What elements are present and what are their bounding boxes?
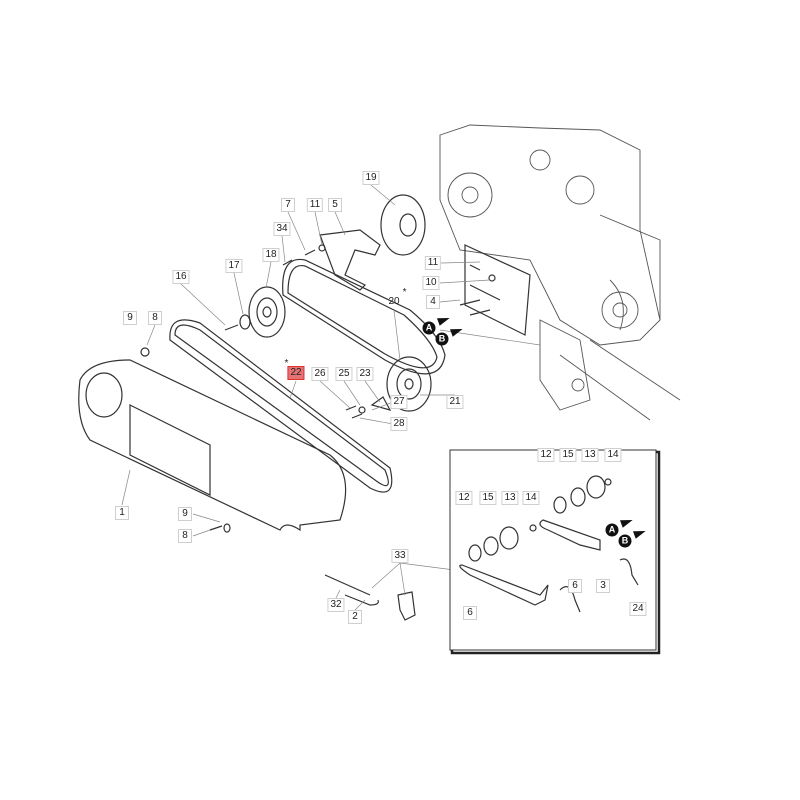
connection-marker-a: A <box>422 321 436 335</box>
part-label-20[interactable]: 20* <box>388 287 407 307</box>
belt-cover <box>78 359 347 532</box>
part-label-11[interactable]: 11 <box>306 198 324 212</box>
part-label-28[interactable]: 28 <box>390 417 408 431</box>
part-label-21[interactable]: 21 <box>446 395 464 409</box>
part-label-6[interactable]: 6 <box>463 606 477 620</box>
part-label-9[interactable]: 9 <box>123 311 137 325</box>
part-label-22[interactable]: 22* <box>284 358 305 380</box>
connection-marker-b: B <box>435 332 449 346</box>
part-label-26[interactable]: 26 <box>311 367 329 381</box>
part-label-19[interactable]: 19 <box>362 171 380 185</box>
part-label-13[interactable]: 13 <box>581 448 599 462</box>
part-label-11[interactable]: 11 <box>424 256 442 270</box>
hardware <box>140 244 496 621</box>
part-label-33[interactable]: 33 <box>391 549 409 563</box>
part-label-9[interactable]: 9 <box>178 507 192 521</box>
part-label-2[interactable]: 2 <box>348 610 362 624</box>
connection-marker-a: A <box>605 523 619 537</box>
part-label-16[interactable]: 16 <box>172 270 190 284</box>
part-label-25[interactable]: 25 <box>335 367 353 381</box>
mounting-plate <box>464 244 531 336</box>
part-label-34[interactable]: 34 <box>273 222 291 236</box>
part-label-5[interactable]: 5 <box>328 198 342 212</box>
tension-bracket <box>319 229 381 291</box>
part-label-27[interactable]: 27 <box>390 395 408 409</box>
part-label-15[interactable]: 15 <box>479 491 497 505</box>
part-label-13[interactable]: 13 <box>501 491 519 505</box>
part-label-12[interactable]: 12 <box>455 491 473 505</box>
part-label-1[interactable]: 1 <box>115 506 129 520</box>
part-label-7[interactable]: 7 <box>281 198 295 212</box>
part-label-12[interactable]: 12 <box>537 448 555 462</box>
part-label-10[interactable]: 10 <box>422 276 440 290</box>
engine-assembly <box>439 124 681 421</box>
star-marker: * <box>402 287 407 298</box>
part-label-18[interactable]: 18 <box>262 248 280 262</box>
part-label-6[interactable]: 6 <box>568 579 582 593</box>
part-label-4[interactable]: 4 <box>426 295 440 309</box>
part-label-24[interactable]: 24 <box>629 602 647 616</box>
inset-box <box>449 449 661 655</box>
part-label-23[interactable]: 23 <box>356 367 374 381</box>
part-label-8[interactable]: 8 <box>178 529 192 543</box>
part-label-32[interactable]: 32 <box>327 598 345 612</box>
part-label-8[interactable]: 8 <box>148 311 162 325</box>
pulleys <box>239 194 432 412</box>
star-marker: * <box>284 358 289 369</box>
connection-marker-b: B <box>618 534 632 548</box>
part-label-3[interactable]: 3 <box>596 579 610 593</box>
part-label-15[interactable]: 15 <box>559 448 577 462</box>
part-label-14[interactable]: 14 <box>604 448 622 462</box>
part-label-17[interactable]: 17 <box>225 259 243 273</box>
part-label-14[interactable]: 14 <box>522 491 540 505</box>
